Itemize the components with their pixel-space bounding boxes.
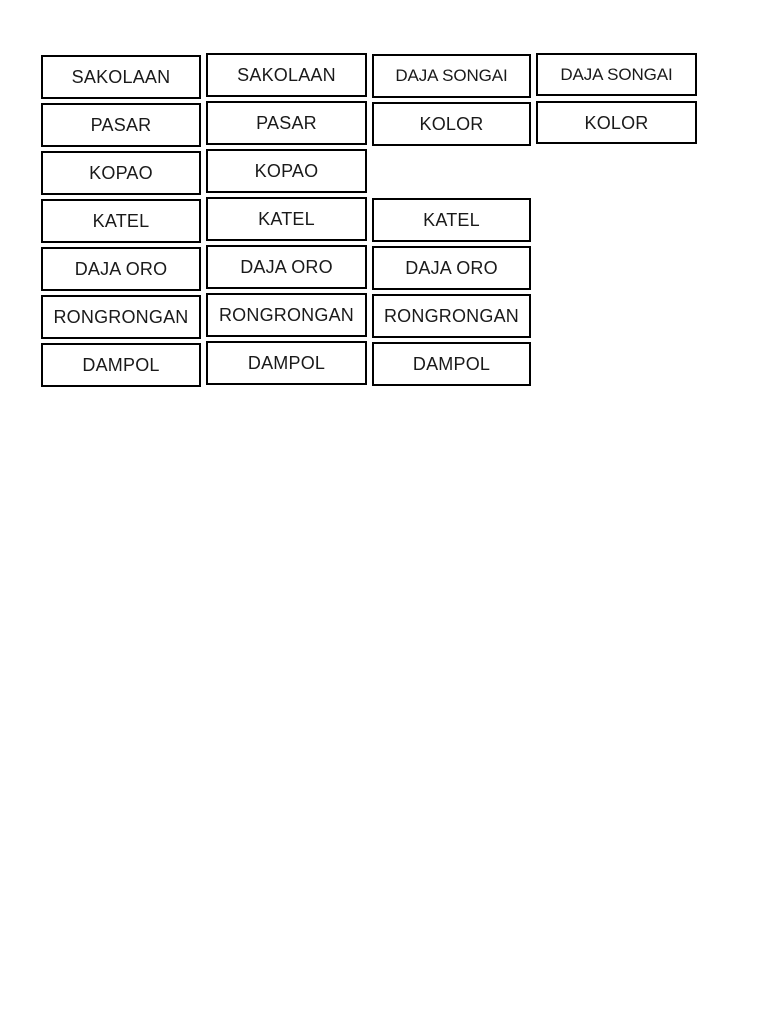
label-text: DAMPOL	[247, 353, 326, 373]
label-text: RONGRONGAN	[383, 306, 519, 326]
label-text: DAJA ORO	[405, 258, 498, 278]
label-cell[interactable]: DAMPOL	[372, 342, 531, 386]
label-text: KOPAO	[89, 163, 153, 183]
label-cell[interactable]: KOLOR	[372, 102, 531, 146]
label-cell[interactable]: SAKOLAAN	[41, 55, 201, 99]
label-text: RONGRONGAN	[53, 307, 189, 327]
label-cell[interactable]: DAMPOL	[206, 341, 367, 385]
label-text: DAJA SONGAI	[395, 66, 508, 85]
label-cell[interactable]: KATEL	[41, 199, 201, 243]
label-cell[interactable]: KATEL	[372, 198, 531, 242]
label-text: KOLOR	[419, 114, 484, 134]
label-cell[interactable]: DAMPOL	[41, 343, 201, 387]
label-text: DAJA ORO	[74, 259, 168, 279]
label-text: DAJA ORO	[240, 257, 333, 277]
label-text: KOLOR	[584, 112, 649, 133]
label-cell[interactable]: RONGRONGAN	[41, 295, 201, 339]
label-text: DAMPOL	[82, 355, 160, 375]
label-cell[interactable]: KOLOR	[536, 101, 697, 144]
label-cell[interactable]: KATEL	[206, 197, 367, 241]
label-cell[interactable]: KOPAO	[41, 151, 201, 195]
label-cell[interactable]: PASAR	[41, 103, 201, 147]
label-cell[interactable]: RONGRONGAN	[206, 293, 367, 337]
label-text: PASAR	[256, 113, 317, 133]
label-cell[interactable]: DAJA SONGAI	[372, 54, 531, 98]
label-text: DAMPOL	[412, 354, 491, 374]
label-text: PASAR	[90, 115, 152, 135]
label-cell[interactable]: DAJA ORO	[41, 247, 201, 291]
label-text: KATEL	[423, 210, 480, 230]
label-cell[interactable]: PASAR	[206, 101, 367, 145]
label-cell-empty	[372, 150, 531, 194]
label-text: KATEL	[92, 211, 150, 231]
label-text: SAKOLAAN	[71, 67, 171, 87]
label-cell[interactable]: DAJA ORO	[206, 245, 367, 289]
label-cell[interactable]: DAJA SONGAI	[536, 53, 697, 96]
label-text: DAJA SONGAI	[560, 64, 673, 84]
label-cell[interactable]: DAJA ORO	[372, 246, 531, 290]
label-text: KATEL	[258, 209, 315, 229]
label-cell[interactable]: SAKOLAAN	[206, 53, 367, 97]
label-cell[interactable]: RONGRONGAN	[372, 294, 531, 338]
label-text: SAKOLAAN	[237, 65, 336, 85]
label-cell[interactable]: KOPAO	[206, 149, 367, 193]
label-text: KOPAO	[254, 161, 319, 181]
label-text: RONGRONGAN	[218, 305, 354, 325]
